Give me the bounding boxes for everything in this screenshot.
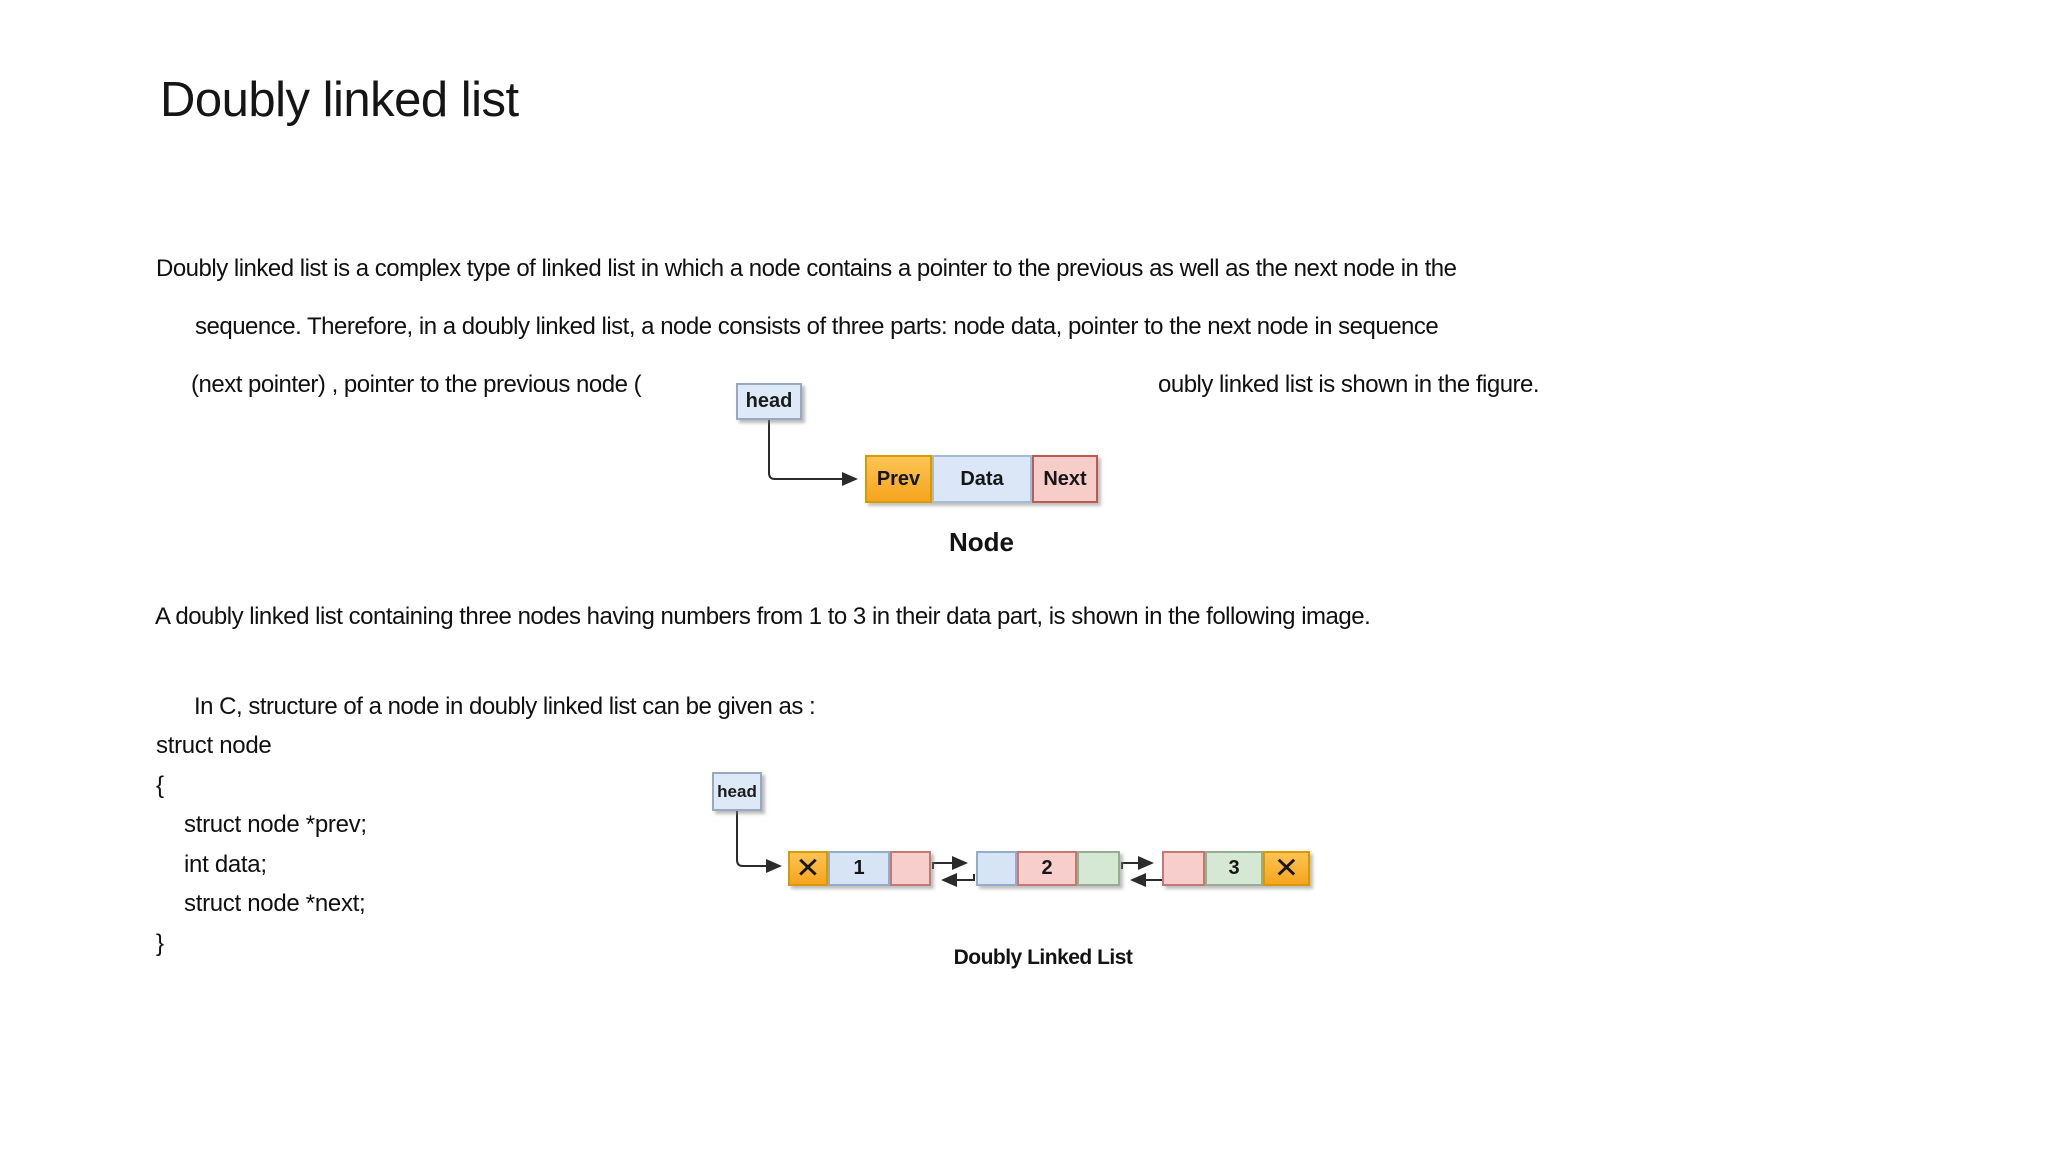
next-pointer-cell: [890, 851, 931, 886]
code-line-struct: struct node: [156, 732, 272, 759]
list-node-1: ✕ 1: [788, 851, 931, 886]
paragraph-line-3-start: (next pointer) , pointer to the previous…: [191, 371, 642, 398]
head-box: head: [736, 383, 802, 420]
node-2-value: 2: [1041, 857, 1053, 879]
head-box: head: [712, 772, 762, 811]
null-prev-cell: ✕: [788, 851, 828, 886]
null-next-cell: ✕: [1263, 851, 1310, 886]
list-node-3: 3 ✕: [1162, 851, 1310, 886]
prev-cell: Prev: [865, 455, 932, 503]
node-box: Prev Data Next: [865, 455, 1098, 503]
figure-caption-node: Node: [949, 527, 1014, 557]
node-1-value: 1: [853, 857, 865, 879]
code-line-close-brace: }: [156, 929, 164, 957]
next-cell: Next: [1032, 455, 1098, 503]
node-structure-figure: head Prev Data Next Node: [732, 374, 1156, 570]
code-intro-sentence: In C, structure of a node in doubly link…: [194, 693, 816, 720]
list-description-sentence: A doubly linked list containing three no…: [155, 603, 1371, 630]
null-pointer-x-icon: ✕: [1273, 852, 1300, 884]
figure-caption-dll: Doubly Linked List: [953, 946, 1133, 969]
data-cell-label: Data: [960, 467, 1004, 490]
code-line-data: int data;: [184, 850, 267, 878]
next-pointer-cell: [1077, 851, 1120, 886]
head-label: head: [745, 390, 793, 412]
node-3-value: 3: [1228, 857, 1240, 879]
data-cell: 3: [1205, 851, 1263, 886]
null-pointer-x-icon: ✕: [795, 852, 821, 884]
code-line-prev: struct node *prev;: [184, 811, 367, 838]
doubly-linked-list-figure: head ✕ 1 2 3 ✕: [700, 765, 1340, 985]
list-node-2: 2: [976, 851, 1120, 886]
c-struct-code-block: struct node { struct node *prev; int dat…: [156, 726, 367, 963]
page-title: Doubly linked list: [160, 73, 519, 127]
prev-pointer-cell: [976, 851, 1017, 886]
paragraph-line-1: Doubly linked list is a complex type of …: [156, 255, 1457, 282]
code-line-next: struct node *next;: [184, 890, 366, 917]
code-line-open-brace: {: [156, 771, 164, 799]
next-cell-label: Next: [1043, 467, 1087, 490]
paragraph-line-3-end: oubly linked list is shown in the figure…: [1158, 371, 1540, 398]
paragraph-line-2: sequence. Therefore, in a doubly linked …: [195, 313, 1439, 340]
prev-pointer-cell: [1162, 851, 1205, 886]
data-cell: 2: [1017, 851, 1077, 886]
head-label: head: [717, 781, 757, 801]
data-cell: Data: [932, 455, 1032, 503]
prev-cell-label: Prev: [876, 467, 921, 490]
data-cell: 1: [828, 851, 890, 886]
